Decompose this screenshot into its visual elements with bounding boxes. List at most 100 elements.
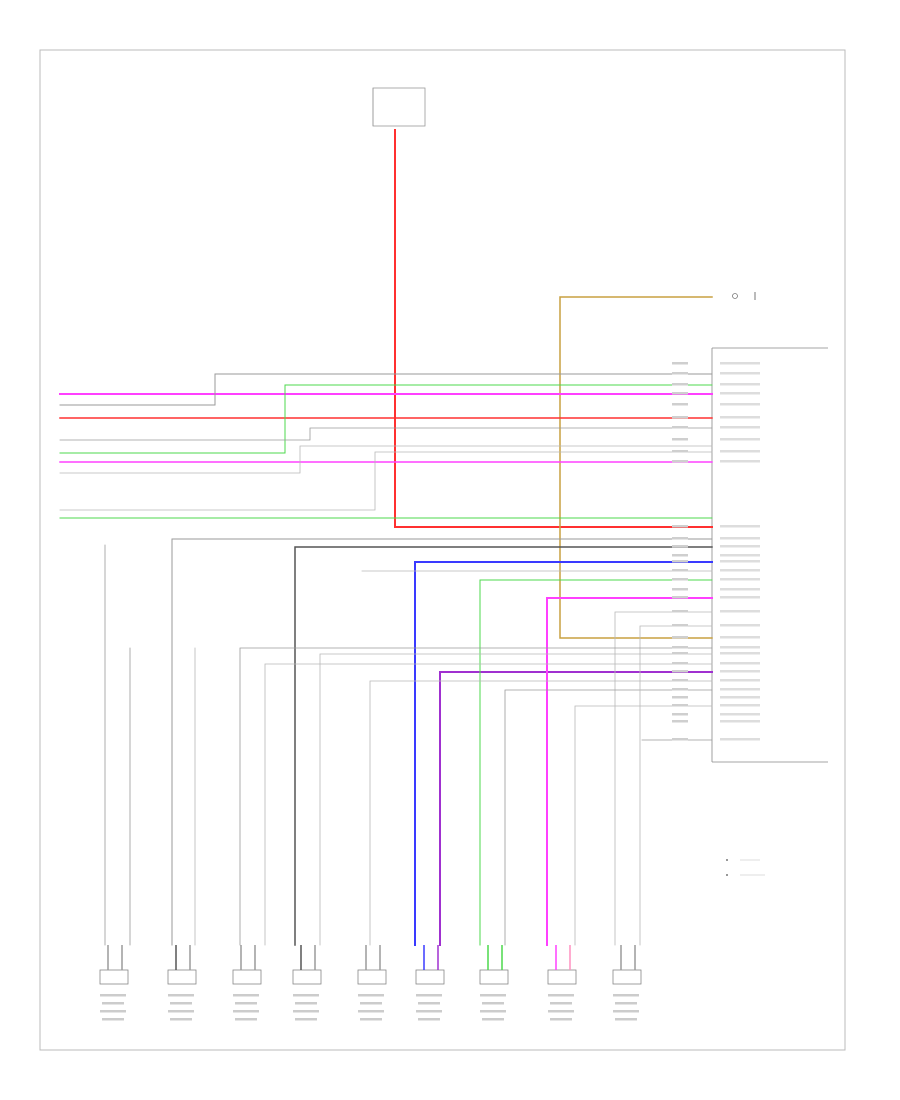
pin-label [720,416,760,419]
connector-tick [672,596,688,599]
connector-tick [672,372,688,375]
speaker-caption [360,1002,382,1005]
center-speaker [415,945,445,1021]
connector-tick [672,554,688,557]
speaker-caption [416,994,442,997]
pin-label [720,679,760,682]
connector-tick [672,438,688,441]
speaker-caption [233,1010,259,1013]
left-passenger-door-speaker [167,945,197,1021]
connector-tick [672,624,688,627]
speaker-caption [100,994,126,997]
left-door-speaker-2 [357,945,387,1021]
pin-label [720,610,760,613]
speaker-caption [480,994,506,997]
connector-tick [672,688,688,691]
pin-label [720,696,760,699]
speaker-body [232,969,262,985]
speaker-caption [613,1010,639,1013]
speaker-body [357,969,387,985]
speaker-caption [482,1018,504,1021]
speaker-caption [102,1018,124,1021]
pin-label [720,537,760,540]
connector-tick [672,569,688,572]
pin-label [720,636,760,639]
speaker-caption [482,1002,504,1005]
pin-label [720,460,760,463]
connector-tick [672,670,688,673]
pin-label [720,704,760,707]
right-door-speaker [232,945,262,1021]
speaker-caption [613,994,639,997]
connector-tick [672,713,688,716]
pin-label [720,624,760,627]
pin-label [720,720,760,723]
speaker-caption [170,1018,192,1021]
pin-label [720,588,760,591]
pin-label [720,560,760,563]
pin-label [720,403,760,406]
aux-wire [59,445,713,474]
speaker-caption [615,1002,637,1005]
pin-label [720,662,760,665]
speaker-group [99,945,642,1021]
aux-wire [639,625,713,946]
speaker-caption [170,1002,192,1005]
left-front-minus-wire [59,373,713,406]
pin-label [720,713,760,716]
connector-tick [672,738,688,741]
connector-tick [672,720,688,723]
speaker-caption [168,994,194,997]
speaker-caption [293,994,319,997]
connector-tick [672,537,688,540]
wire-group [59,129,713,946]
connector-tick [672,362,688,365]
aux-wire [319,653,713,946]
speaker-caption [233,994,259,997]
aux-wire [614,611,713,946]
connector-tick [672,383,688,386]
speaker-caption [100,1010,126,1013]
right-tweeter-wire [546,597,713,946]
speaker-caption [235,1018,257,1021]
pin-label [720,578,760,581]
aux-wire [504,689,713,946]
pin-label [720,438,760,441]
aux-wire [239,647,713,946]
pin-label [720,525,760,528]
speaker-caption [293,1010,319,1013]
pin-label [720,372,760,375]
battery-feed-wire [394,129,713,528]
connector-tick [672,652,688,655]
pin-label [720,596,760,599]
speaker-body [167,969,197,985]
connector-tick [672,392,688,395]
ground-icon [732,292,756,300]
speaker-caption [550,1002,572,1005]
connector-tick [672,662,688,665]
connector-tick [672,403,688,406]
speaker-caption [360,1018,382,1021]
left-sub-wire [294,546,713,946]
speaker-caption [480,1010,506,1013]
speaker-body [479,969,509,985]
speaker-body [292,969,322,985]
aux-wire [369,680,713,946]
connector-tick [672,636,688,639]
right-front-plus-wire [59,384,713,454]
aux-wire [264,663,713,946]
connector-tick [672,646,688,649]
left-tweeter-wire [479,579,713,946]
connector-tick [672,450,688,453]
connector-tick [672,610,688,613]
pin-label [720,646,760,649]
pin-label [720,362,760,365]
connector-tick [672,426,688,429]
speaker-caption [418,1002,440,1005]
fuse-box [372,87,426,127]
speaker-body [99,969,129,985]
pin-label [720,392,760,395]
speaker-caption [295,1002,317,1005]
aux-wire [574,705,713,946]
